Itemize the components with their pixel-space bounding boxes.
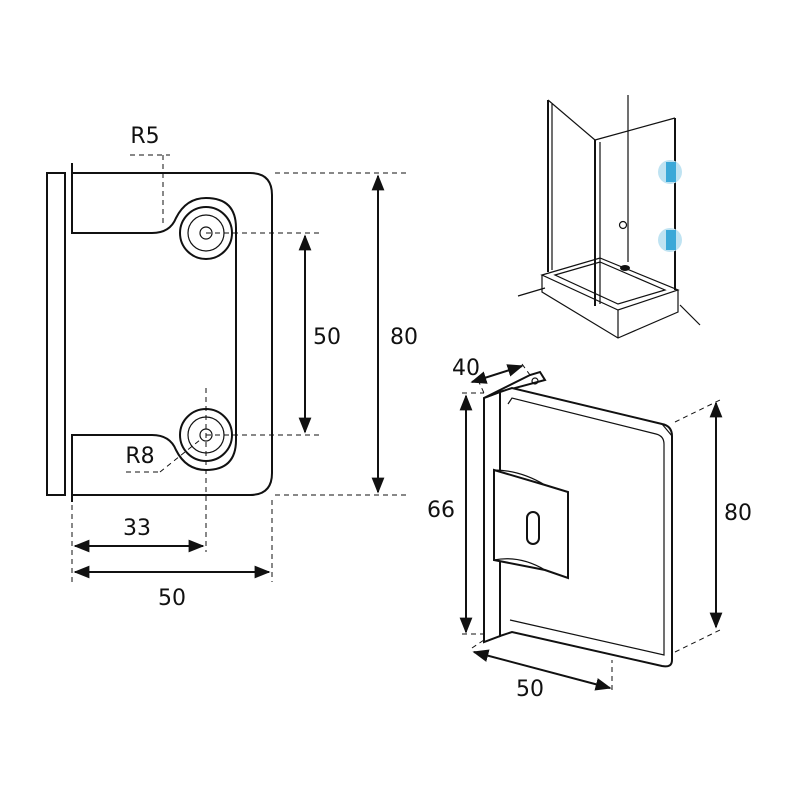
shower-enclosure-view xyxy=(517,95,701,339)
hinge-plate-outline xyxy=(71,163,273,502)
label-width: 50 xyxy=(158,586,186,611)
isometric-hinge-view: 40 66 80 50 xyxy=(427,356,752,702)
label-height: 80 xyxy=(390,325,418,350)
front-view: R5 R8 50 80 33 50 xyxy=(46,124,418,611)
iso-label-back-height: 66 xyxy=(427,498,455,523)
label-hole-offset: 33 xyxy=(123,516,151,541)
label-radius-top: R5 xyxy=(130,124,159,149)
iso-dim-line-width xyxy=(472,649,612,691)
iso-label-depth: 40 xyxy=(452,356,480,381)
label-hole-spacing: 50 xyxy=(313,325,341,350)
iso-label-front-height: 80 xyxy=(724,501,752,526)
iso-screw-slot xyxy=(526,511,540,545)
iso-hinge-body xyxy=(499,386,673,668)
glass-edge-strip xyxy=(46,172,66,496)
hinge-top-icon xyxy=(666,162,676,182)
label-radius-bottom: R8 xyxy=(125,444,154,469)
iso-label-width: 50 xyxy=(516,677,544,702)
iso-dim-line-depth xyxy=(470,364,524,384)
front-extension-lines xyxy=(71,154,410,582)
hinge-bottom-icon xyxy=(666,230,676,250)
